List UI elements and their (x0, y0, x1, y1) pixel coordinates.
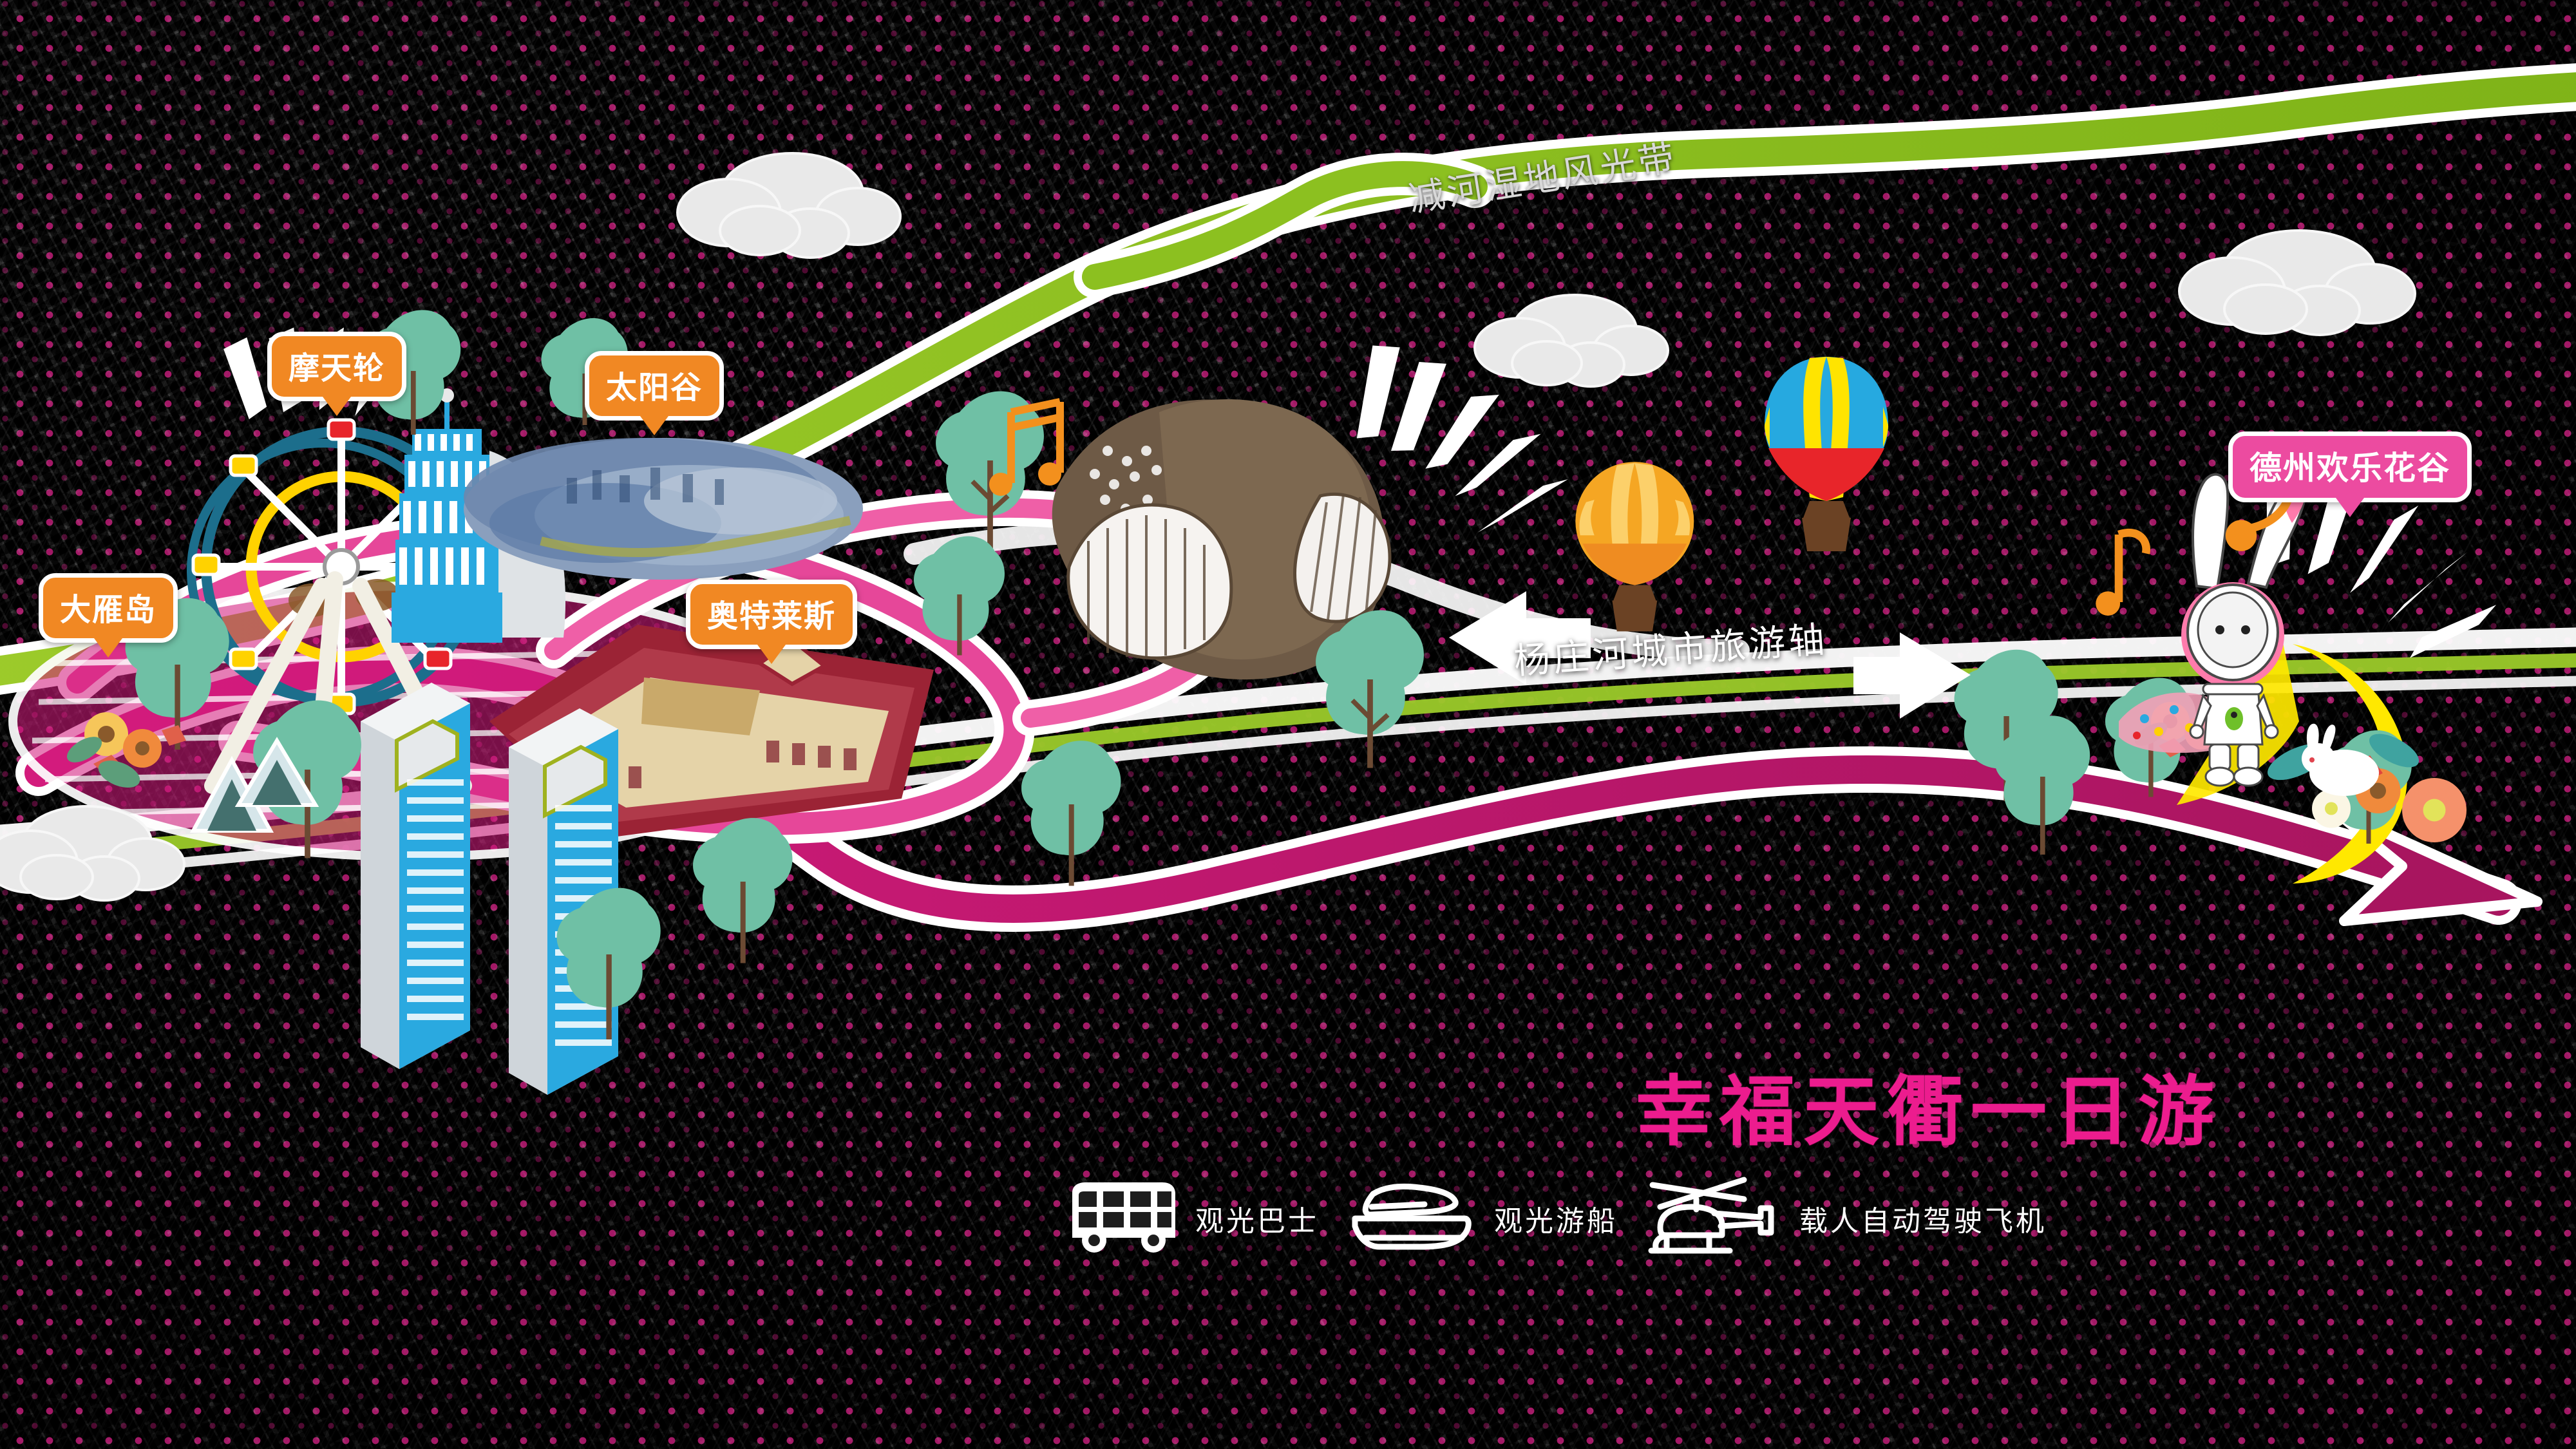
legend-item-helicopter[interactable]: 载人自动驾驶飞机 (1647, 1173, 2047, 1264)
callout-ferris-wheel[interactable]: 摩天轮 (267, 332, 407, 424)
legend-item-bus[interactable]: 观光巴士 (1066, 1179, 1319, 1259)
cloud-icon (670, 142, 914, 274)
axis-arrow-right (1853, 632, 1971, 719)
axis-arrow-left (1449, 591, 1591, 685)
sun-valley-complex-icon (464, 438, 863, 580)
callout-sun-valley[interactable]: 太阳谷 (585, 351, 724, 444)
hot-air-balloon-icon (1575, 462, 1694, 632)
legend: 观光巴士 观光游船 (1066, 1173, 2047, 1264)
callout-label: 摩天轮 (289, 352, 386, 386)
legend-label: 观光巴士 (1195, 1206, 1319, 1237)
sunburst-rays (1356, 345, 1568, 533)
camping-tent-icon (189, 737, 319, 833)
callout-daoyan-island[interactable]: 大雁岛 (39, 573, 178, 666)
page-title: 幸福天衢一日游 (1636, 1070, 2222, 1155)
callout-dezhou-happy-flower-valley[interactable]: 德州欢乐花谷 (2228, 431, 2472, 526)
legend-label: 观光游船 (1494, 1206, 1618, 1237)
callout-label: 大雁岛 (60, 593, 157, 627)
callout-label: 德州欢乐花谷 (2249, 450, 2450, 486)
park-hill-illustration (1052, 399, 1392, 680)
cloud-icon (1468, 283, 1681, 402)
moon-rabbit-icon (2302, 723, 2379, 796)
legend-item-boat[interactable]: 观光游船 (1349, 1179, 1618, 1259)
cloud-icon (2170, 219, 2434, 351)
legend-label: 载人自动驾驶飞机 (1799, 1206, 2047, 1237)
sightseeing-bus-icon (1066, 1179, 1179, 1259)
rabbit-mascot-icon (2181, 473, 2306, 787)
callout-label: 太阳谷 (606, 371, 703, 405)
callout-label: 奥特莱斯 (707, 600, 837, 634)
hot-air-balloon-icon (1765, 357, 1888, 551)
autonomous-helicopter-icon (1647, 1173, 1783, 1264)
cloud-icon (0, 792, 193, 918)
sightseeing-boat-icon (1349, 1179, 1477, 1259)
callout-outlets[interactable]: 奥特莱斯 (686, 580, 858, 672)
skyscraper-icon (361, 683, 470, 1069)
